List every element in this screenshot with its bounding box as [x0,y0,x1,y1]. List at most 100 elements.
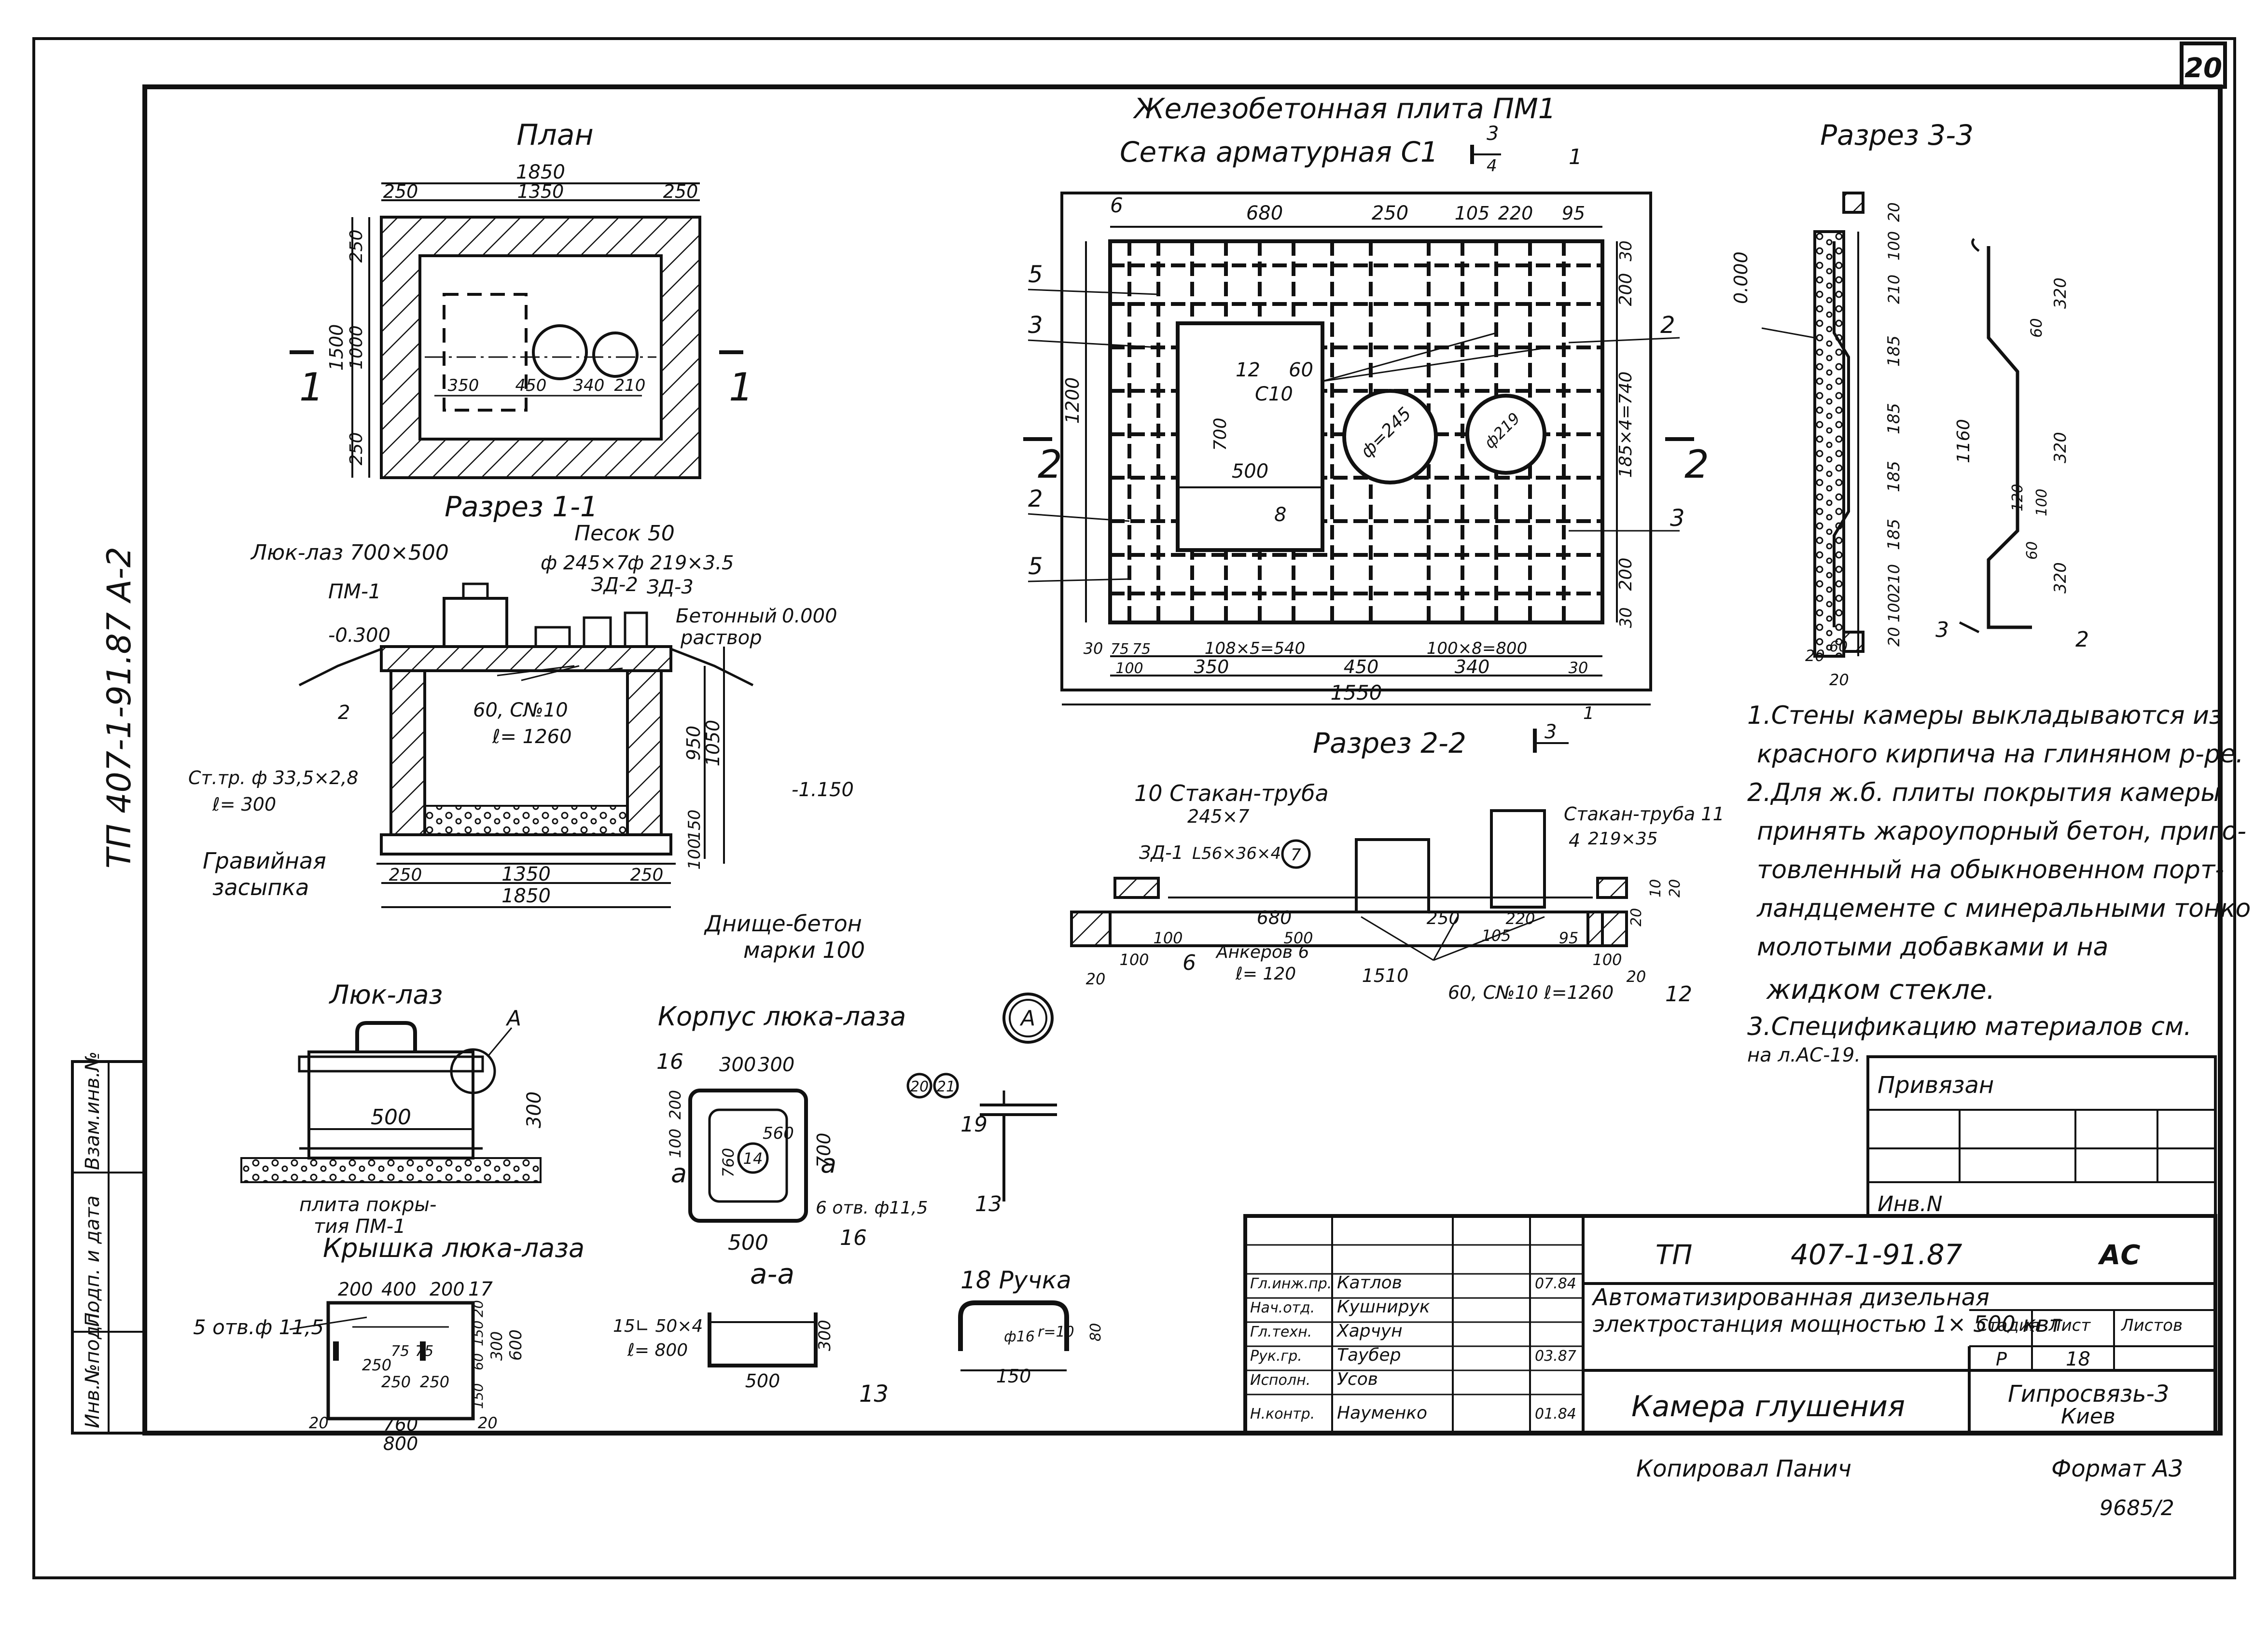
slab-sec3-bot-b: 1 [1583,704,1594,723]
bd-circle-a: А [1019,1006,1035,1031]
tb-sheet-h: Лист [2048,1316,2091,1335]
stamp-replace-inv: Взам.инв.№ [82,1051,104,1170]
slab-top-0: 680 [1246,202,1283,224]
footer-number: 9685/2 [2100,1496,2174,1520]
section33-title: Разрез 3-3 [1820,119,1974,152]
tb-stage: Р [1996,1349,2007,1370]
aa-h300: 300 [815,1320,835,1351]
plan-dim-3: 250 [663,181,698,202]
hd-title: Люк-лаз [329,980,443,1010]
tb-name: Камера глушения [1631,1390,1905,1423]
s22-dim-6: 100 [1153,929,1183,947]
slab-sec3-top-b: 4 [1487,156,1497,176]
tb-date-0: 07.84 [1535,1275,1576,1292]
s11-len2: ℓ= 300 [212,794,276,815]
lid-detail: Крышка люка-лаза 200 400 200 17 5 отв.ф … [193,1233,584,1454]
note-line-1: красного кирпича на глиняном р-ре. [1757,740,2243,769]
hd-slab1: плита покры- [299,1194,436,1216]
s11-zd2: ЗД-2 [591,574,638,596]
bd-dim-0: 300 [719,1054,756,1076]
lid-title: Крышка люка-лаза [323,1233,584,1263]
lid-in-3: 250 [381,1373,411,1391]
lid-b-3: 800 [383,1433,418,1454]
lid-b-2: 20 [478,1414,498,1432]
bd-a-left: а [671,1158,687,1188]
slab-mark-6: 6 [1110,193,1123,217]
bd-mark16b: 16 [840,1226,867,1250]
s11-zd3: ЗД-3 [647,576,694,598]
bd-a-right: а [821,1148,836,1179]
s22-pipe10: 10 Стакан-труба [1134,780,1329,806]
slab-rmark-3: 3 [1670,505,1685,532]
s11-dim-7: 1850 [501,885,551,907]
s22-len120: ℓ= 120 [1235,964,1296,984]
handle-d16: ф16 [1004,1328,1035,1345]
tb-role-2: Гл.техн. [1250,1324,1312,1340]
s33a-0: 20 [1885,202,1903,222]
tb-role-4: Исполн. [1250,1372,1310,1389]
lid-b-0: 20 [309,1414,329,1432]
s11-sand: Песок 50 [574,521,675,546]
lid-mark17: 17 [468,1278,493,1300]
hatch-detail: Люк-лаз А 500 300 плита покры- тия ПМ-1 [240,980,545,1238]
s33-level: 0.000 [1730,251,1752,304]
note-line-9: на л.АС-19. [1747,1044,1861,1066]
s22-dim-8: 1510 [1362,965,1409,986]
stamp-inv-orig: Инв.№подл. [82,1307,104,1428]
bd-dim-1: 300 [758,1054,794,1076]
s22-zd1: ЗД-1 [1139,842,1183,863]
plan-dim-1: 250 [383,181,418,202]
tb-desc1: Автоматизированная дизельная [1591,1284,1990,1311]
binding-table: Привязан Инв.N [1866,1055,2217,1217]
s33b-6: 60 [2024,541,2041,560]
bd-dim-4: 560 [763,1124,794,1143]
s33b-4: 120 [2009,484,2026,511]
slab-mark8: 8 [1274,504,1286,526]
slab-w500: 500 [1232,460,1268,483]
section-2-2: Разрез 2-2 10 Стакан-труба 245×7 Стакан-… [1070,727,1725,1007]
slab-pm1: Железобетонная плита ПМ1 Сетка арматурна… [1023,92,1709,753]
slab-title2: Сетка арматурная С1 [1120,136,1438,168]
tb-role-0: Гл.инж.пр. [1250,1275,1332,1292]
slab-right-3: 200 [1616,558,1636,591]
s33b-7: 320 [2051,562,2070,594]
s11-dim-4: 250 [389,865,422,885]
plan-dim-0: 1850 [516,161,565,183]
outer-frame [32,37,2236,1579]
s11-pm1: ПМ-1 [328,580,381,603]
s22-dim-11: 100 [1592,951,1622,969]
lid-r-2: 60 [470,1353,486,1370]
lid-r-3: 150 [470,1383,486,1409]
s33b-1: 60 [2027,318,2045,338]
plan-section-right: 1 [729,365,753,410]
s22-dim-13: 10 [1647,879,1664,897]
s11-dim-3: 100 [685,839,704,870]
s11-len: ℓ= 1260 [492,726,572,748]
note-line-8: 3.Спецификацию материалов см. [1747,1012,2192,1041]
s11-dim-6: 250 [630,865,664,885]
body-detail: Корпус люка-лаза 14 16 300 300 200 100 5… [656,993,1054,1255]
lid-top-2: 200 [430,1279,465,1300]
slab-top-2: 105 [1455,203,1490,224]
s33a-1: 100 [1885,231,1903,261]
handle-detail: 18 Ручка ф16 r=10 80 150 [958,1266,1104,1387]
tb-desc2: электростанция мощностью 1× 500 квт [1593,1311,2062,1337]
lid-in-1: 75 [391,1343,409,1360]
aa-mark13: 13 [859,1381,889,1408]
hd-h300: 300 [523,1091,545,1128]
s22-dim-3: 105 [1481,926,1511,945]
lid-r-5: 600 [506,1329,526,1361]
slab-left-dim: 1200 [1062,377,1083,424]
bd-dim-5: 700 [813,1132,835,1168]
tb-sheet: 18 [2066,1348,2090,1370]
s22-pipe11d: 219×35 [1588,829,1658,849]
tb-role-1: Нач.отд. [1250,1299,1315,1316]
s22-dim-1: 500 [1283,929,1313,947]
s11-dim-0: 950 [683,726,704,761]
stamp-sign-date: Подп. и дата [82,1196,104,1327]
s22-pipe11: Стакан-труба 11 [1564,803,1725,825]
sheet-number: 20 [2185,53,2222,84]
s22-dim-0: 680 [1257,907,1292,928]
bd-mark14: 14 [743,1149,763,1168]
s22-dim-2: 250 [1427,909,1460,928]
